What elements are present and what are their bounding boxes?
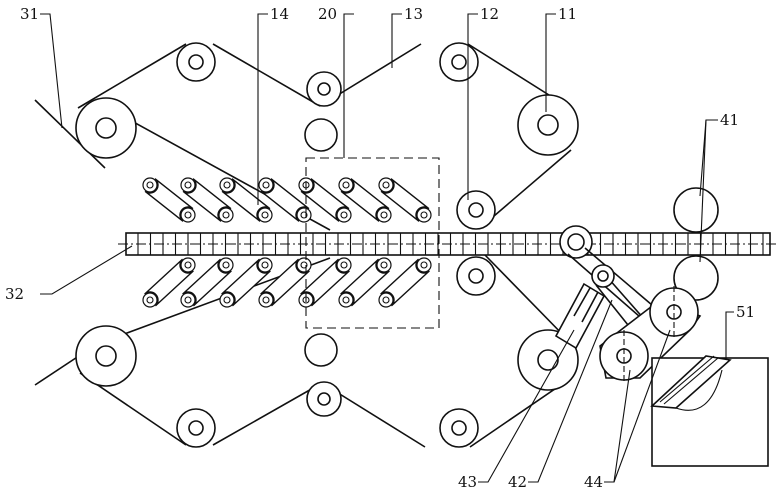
large-roller-top-right	[518, 95, 578, 155]
small-roller-bottom-mid	[307, 382, 341, 416]
large-roller-top-left	[76, 98, 136, 158]
pivot-roller-chain	[560, 226, 592, 258]
label-43: 43	[458, 473, 477, 491]
small-roller-top-mid	[307, 72, 341, 106]
label-41: 41	[720, 111, 739, 129]
label-44: 44	[584, 473, 603, 491]
lower-linkage-arms	[143, 258, 431, 307]
label-31: 31	[20, 5, 39, 23]
small-roller-bottom-b	[440, 409, 478, 447]
label-12: 12	[480, 5, 499, 23]
label-11: 11	[558, 5, 577, 23]
small-roller-bottom-mid2	[305, 334, 337, 366]
label-42: 42	[508, 473, 527, 491]
pinch-roller-12-bottom	[457, 257, 495, 295]
pinch-roller-12-top	[457, 191, 495, 229]
small-roller-bottom-a	[177, 409, 215, 447]
label-14: 14	[270, 5, 289, 23]
roller-41-top	[674, 188, 718, 232]
label-13: 13	[404, 5, 423, 23]
label-32: 32	[5, 285, 24, 303]
small-roller-top-a	[177, 43, 215, 81]
small-roller-top-mid2	[305, 119, 337, 151]
label-51: 51	[736, 303, 755, 321]
large-roller-bottom-left	[76, 326, 136, 386]
small-roller-top-b	[440, 43, 478, 81]
chain-conveyor	[118, 233, 776, 255]
collection-bin-51	[652, 356, 768, 466]
label-20: 20	[318, 5, 337, 23]
upper-linkage-arms	[143, 178, 431, 222]
